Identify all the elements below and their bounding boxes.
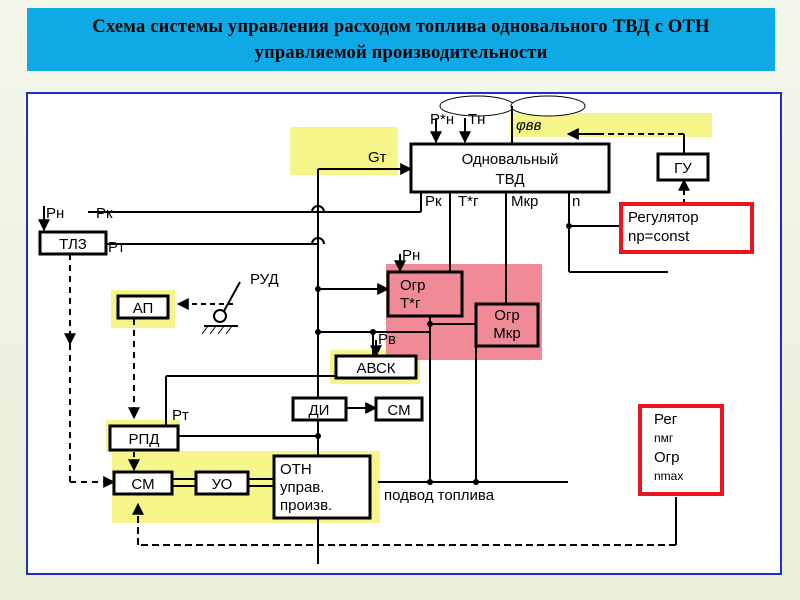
block-sm-right: СМ — [374, 396, 424, 422]
sm-left-label: СМ — [131, 476, 154, 493]
regulator-label-1: Регулятор — [628, 209, 699, 226]
block-rpd: РПД — [108, 424, 180, 452]
block-tvd: Одновальный ТВД — [409, 142, 611, 194]
reg-label-4: nmax — [654, 469, 683, 483]
rud-lever-icon — [201, 281, 241, 335]
avsk-label: АВСК — [356, 360, 395, 377]
uo-label: УО — [212, 476, 233, 493]
tvd-label-1: Одновальный — [462, 151, 559, 168]
block-gu: ГУ — [656, 152, 710, 182]
label-pk-tvd: Рк — [425, 193, 442, 210]
otn-label-2: управ. — [280, 479, 324, 496]
label-pn-ogr: Рн — [402, 247, 420, 264]
highlight-gt — [290, 127, 398, 175]
label-pn-star: Р*н — [430, 111, 454, 128]
label-pv: Рв — [378, 331, 396, 348]
regulator-label-2: nр=const — [628, 228, 690, 245]
di-label: ДИ — [309, 402, 330, 419]
diagram-canvas: Одновальный ТВД ГУ Регулятор nр=const ТЛ… — [38, 95, 754, 564]
label-pt-rpd: Рт — [172, 407, 189, 424]
otn-label-3: произв. — [280, 497, 332, 514]
block-otn: ОТН управ. произв. — [272, 454, 372, 520]
block-avsk: АВСК — [334, 354, 418, 380]
label-tg-star: Т*г — [458, 193, 479, 210]
reg-label-3: Огр — [654, 449, 679, 466]
reg-label-2: nмг — [654, 431, 674, 445]
propeller-icon — [439, 95, 586, 146]
label-phi-vv: φвв — [516, 117, 542, 134]
tlz-label: ТЛЗ — [59, 236, 87, 253]
rpd-label: РПД — [129, 431, 160, 448]
label-fuel-supply: подвод топлива — [384, 487, 495, 504]
block-reg-nmg: Рег nмг Огр nmax — [638, 404, 724, 496]
block-uo: УО — [194, 470, 250, 496]
title-bar: Схема системы управления расходом топлив… — [27, 8, 775, 71]
gu-label: ГУ — [674, 160, 692, 177]
diagram-frame: Одновальный ТВД ГУ Регулятор nр=const ТЛ… — [26, 92, 782, 575]
label-tn: Тн — [468, 111, 485, 128]
block-regulator: Регулятор nр=const — [619, 202, 754, 254]
label-rud: РУД — [250, 271, 279, 288]
otn-label-1: ОТН — [280, 461, 312, 478]
ogr-tg-label-2: Т*г — [400, 295, 421, 312]
label-pk-left: Рк — [96, 205, 113, 222]
label-n: n — [572, 193, 580, 210]
ogr-tg-label-1: Огр — [400, 277, 425, 294]
block-ogr-tg: Огр Т*г — [386, 270, 464, 318]
connection-lines — [38, 118, 690, 564]
label-mkr: Мкр — [511, 193, 538, 210]
block-di: ДИ — [291, 396, 348, 422]
ap-label: АП — [133, 300, 154, 317]
junction-dots — [315, 223, 572, 485]
label-pn-left: Рн — [46, 205, 64, 222]
page-title: Схема системы управления расходом топлив… — [92, 16, 710, 63]
ogr-mkr-label-2: Мкр — [493, 325, 520, 342]
block-sm-left: СМ — [112, 470, 174, 496]
sm-right-label: СМ — [387, 402, 410, 419]
label-pt-tlz: Рт — [108, 239, 125, 256]
block-ap: АП — [116, 294, 170, 320]
block-ogr-mkr: Огр Мкр — [474, 302, 540, 348]
crossing-arcs — [311, 205, 325, 245]
ogr-mkr-label-1: Огр — [494, 307, 519, 324]
reg-label-1: Рег — [654, 411, 678, 428]
tvd-label-2: ТВД — [496, 171, 525, 188]
label-gt: Gт — [368, 149, 387, 166]
block-tlz: ТЛЗ — [38, 230, 108, 256]
